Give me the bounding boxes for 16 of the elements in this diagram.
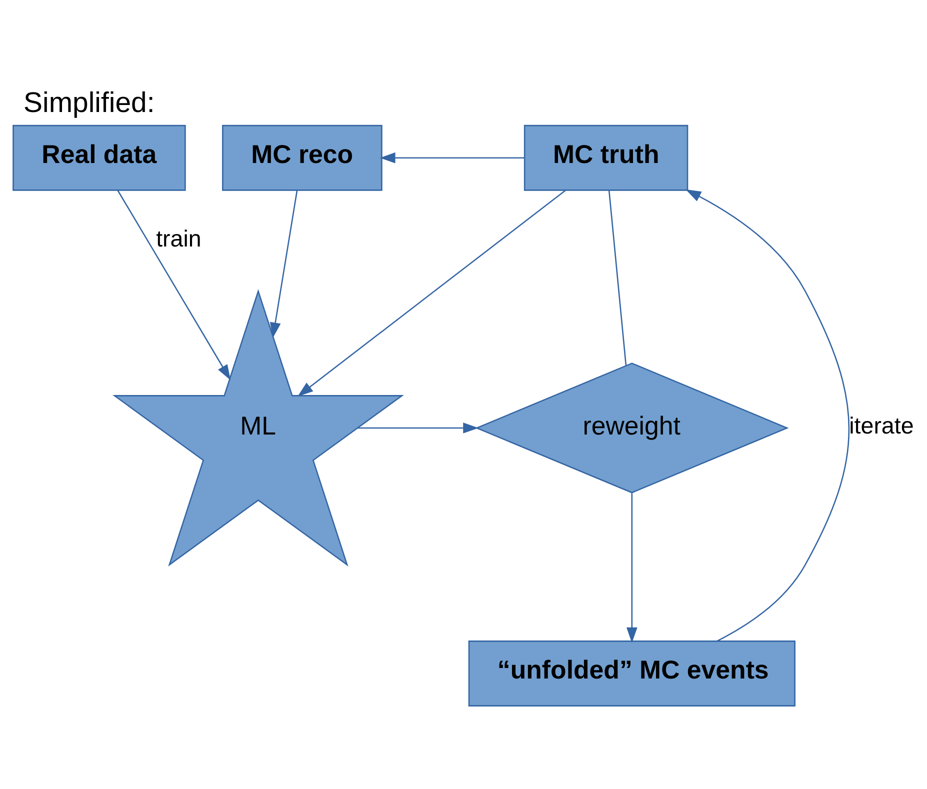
arrow [380,152,525,163]
diagram-title: Simplified: [24,86,155,119]
arrow [270,190,298,338]
arrow [626,492,638,642]
connector [608,190,627,365]
node-box: MC truth [524,124,688,190]
arrow [358,422,479,433]
node-diamond: reweight [475,362,789,493]
node-box: MC reco [222,124,382,190]
node-box: “unfolded” MC events [468,640,796,706]
arrow [686,188,850,642]
arrow [117,190,231,380]
edge-label: iterate [849,412,914,438]
edge-label: train [156,224,202,251]
node-box: Real data [12,124,186,190]
arrow [298,189,566,396]
